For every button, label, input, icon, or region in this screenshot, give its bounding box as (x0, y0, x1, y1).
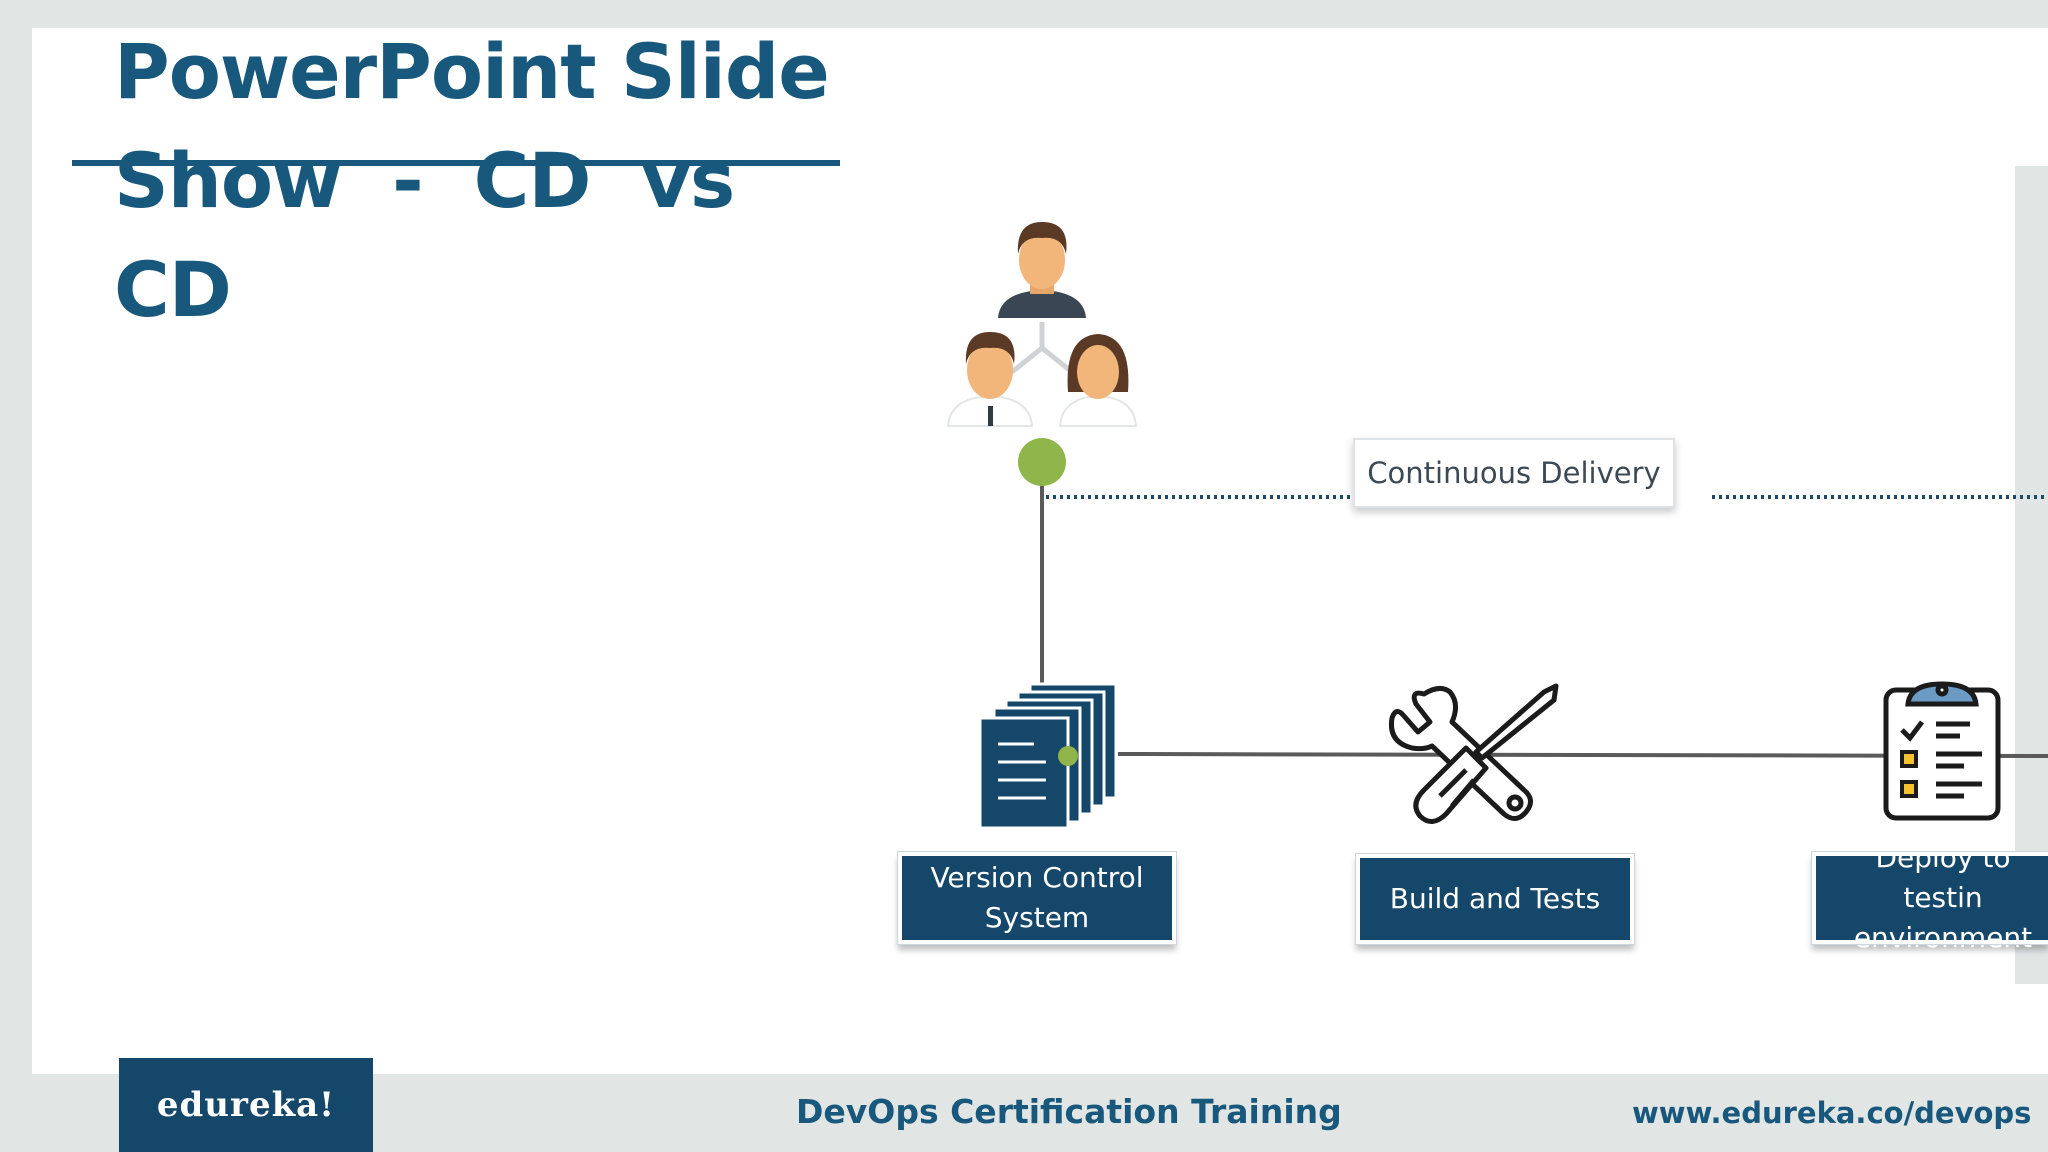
team-people-icon (946, 222, 1138, 427)
slide-title-line-3: CD (114, 245, 232, 334)
start-node (1018, 438, 1066, 486)
slide-edge-top (2015, 28, 2048, 166)
stage-deploy-line-2: environment (1853, 921, 2033, 954)
stage-build-tests-box: Build and Tests (1355, 853, 1635, 945)
document-stack-icon (978, 682, 1118, 830)
slide-title-line-2: Show - CD vs (114, 136, 735, 225)
title-strikethrough (72, 160, 840, 166)
slide-edge-bottom (2015, 984, 2048, 1074)
stage-build-tests-label: Build and Tests (1389, 882, 1601, 915)
stage-deploy-box: Deploy to testin environment (1811, 841, 2048, 954)
edureka-logo: edureka! (119, 1058, 373, 1152)
stage-version-control-line-2: System (984, 901, 1090, 934)
logo-text: edureka! (156, 1085, 336, 1125)
slide-title-line-1: PowerPoint Slide (114, 27, 830, 116)
continuous-delivery-label: Continuous Delivery (1353, 438, 1675, 508)
clipboard-checklist-icon (1883, 681, 2001, 821)
footer-url-link[interactable]: www.edureka.co/devops (1632, 1096, 2032, 1130)
stage-version-control-line-1: Version Control (930, 861, 1144, 894)
stage-deploy-line-1: Deploy to testin (1875, 841, 2011, 914)
footer-course-title: DevOps Certification Training (796, 1092, 1342, 1131)
wrench-screwdriver-icon (1388, 683, 1559, 824)
stage-version-control-box: Version Control System (897, 851, 1177, 945)
